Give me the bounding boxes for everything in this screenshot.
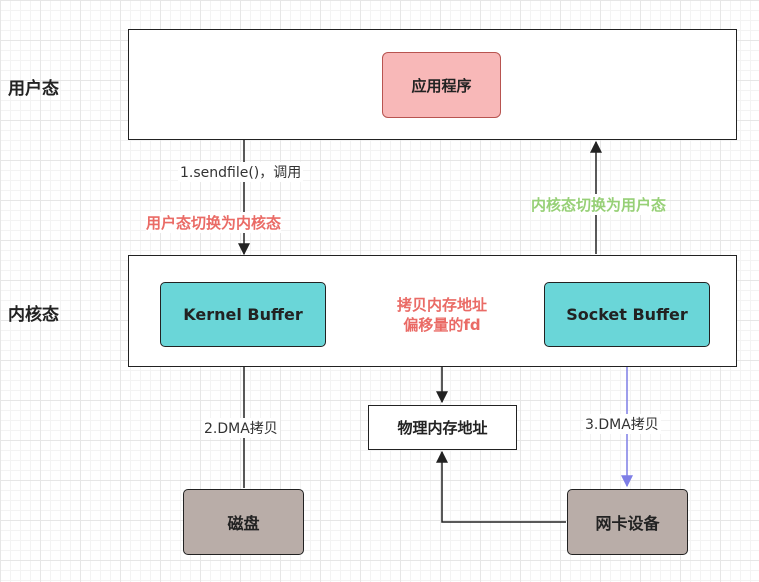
sendfile-label: 1.sendfile()，调用	[178, 162, 304, 182]
kernel-buffer-node: Kernel Buffer	[160, 282, 326, 347]
switch-to-kernel-label: 用户态切换为内核态	[146, 212, 282, 233]
switch-to-user-label: 内核态切换为用户态	[531, 194, 667, 215]
user-mode-label: 用户态	[8, 79, 59, 99]
copy-address-line1: 拷贝内存地址	[396, 296, 487, 314]
edge-nic-to-mem	[436, 450, 566, 523]
copy-address-line2: 偏移量的fd	[403, 316, 481, 334]
dma-copy-out-label: 3.DMA拷贝	[583, 414, 661, 434]
dma-copy-in-label: 2.DMA拷贝	[202, 418, 280, 438]
disk-node: 磁盘	[183, 489, 304, 555]
kernel-mode-label: 内核态	[8, 305, 59, 325]
copy-address-label: 拷贝内存地址 偏移量的fd	[372, 295, 512, 335]
application-node: 应用程序	[382, 52, 501, 118]
nic-node: 网卡设备	[567, 489, 688, 555]
physical-memory-node: 物理内存地址	[368, 405, 517, 450]
socket-buffer-node: Socket Buffer	[544, 282, 710, 347]
